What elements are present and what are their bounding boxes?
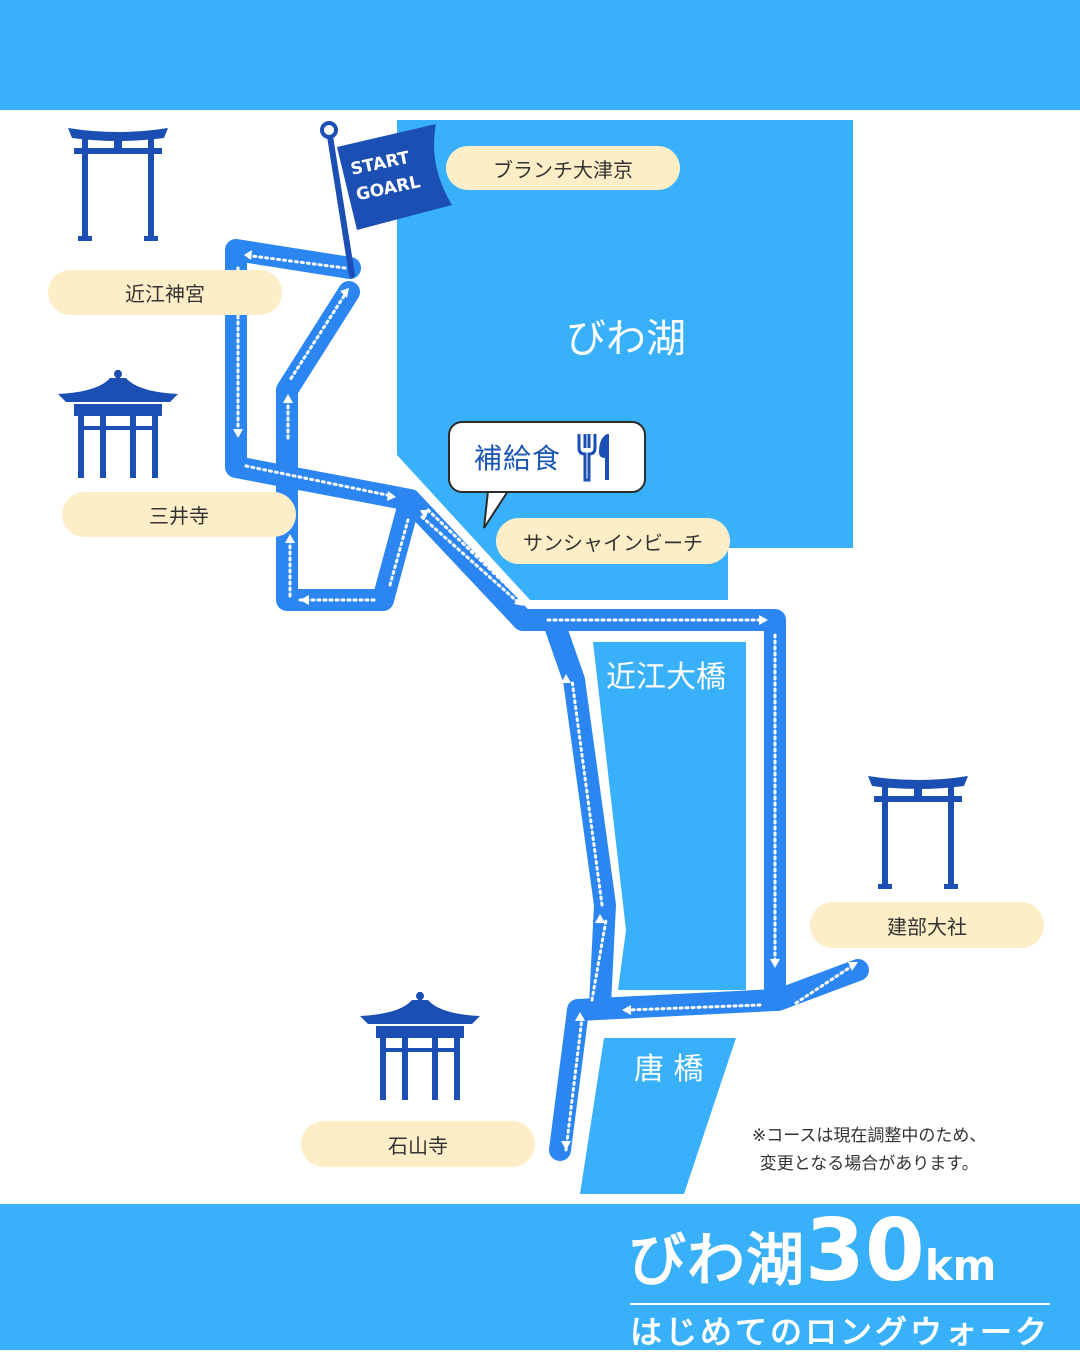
course-note: ※コースは現在調整中のため、 変更となる場合があります。 bbox=[752, 1122, 986, 1178]
route-arrowheads bbox=[233, 250, 858, 1150]
top-banner bbox=[0, 0, 1080, 110]
place-label-sunshine-beach: サンシャインビーチ bbox=[496, 518, 730, 564]
place-label-takebe-taisha: 建部大社 bbox=[810, 902, 1044, 948]
place-label-branch-otsukyo: ブランチ大津京 bbox=[446, 146, 680, 190]
lake-label: びわ湖 bbox=[566, 316, 686, 362]
torii-gate-icon bbox=[68, 128, 168, 241]
temple-pavilion-icon bbox=[56, 368, 180, 480]
temple-pavilion-icon bbox=[358, 990, 482, 1102]
title-distance: 30 bbox=[805, 1201, 925, 1301]
bridge-label-karahashi: 唐 橋 bbox=[634, 1052, 704, 1087]
place-label-ishiyamadera: 石山寺 bbox=[301, 1121, 535, 1167]
note-line-1: ※コースは現在調整中のため、 bbox=[752, 1126, 987, 1146]
event-subtitle: はじめてのロングウォーク bbox=[630, 1303, 1051, 1353]
start-goal-flag bbox=[320, 121, 452, 278]
fork-knife-icon bbox=[577, 434, 610, 482]
route-direction-lines bbox=[236, 253, 854, 1152]
aid-station-bubble: 補給食 bbox=[448, 421, 646, 493]
title-unit: km bbox=[924, 1241, 997, 1290]
place-label-miidera: 三井寺 bbox=[62, 492, 296, 537]
bridge-label-omi: 近江大橋 bbox=[606, 660, 726, 695]
seta-river bbox=[593, 642, 746, 990]
event-title: びわ湖 30 km bbox=[628, 1208, 996, 1297]
note-line-2: 変更となる場合があります。 bbox=[759, 1154, 979, 1174]
seta-river-south bbox=[580, 1038, 736, 1194]
torii-gate-icon bbox=[868, 776, 968, 889]
bottom-banner bbox=[0, 1204, 1080, 1350]
title-lake: びわ湖 bbox=[628, 1226, 806, 1294]
aid-station-label: 補給食 bbox=[474, 442, 562, 475]
place-label-omi-jingu: 近江神宮 bbox=[48, 270, 282, 315]
